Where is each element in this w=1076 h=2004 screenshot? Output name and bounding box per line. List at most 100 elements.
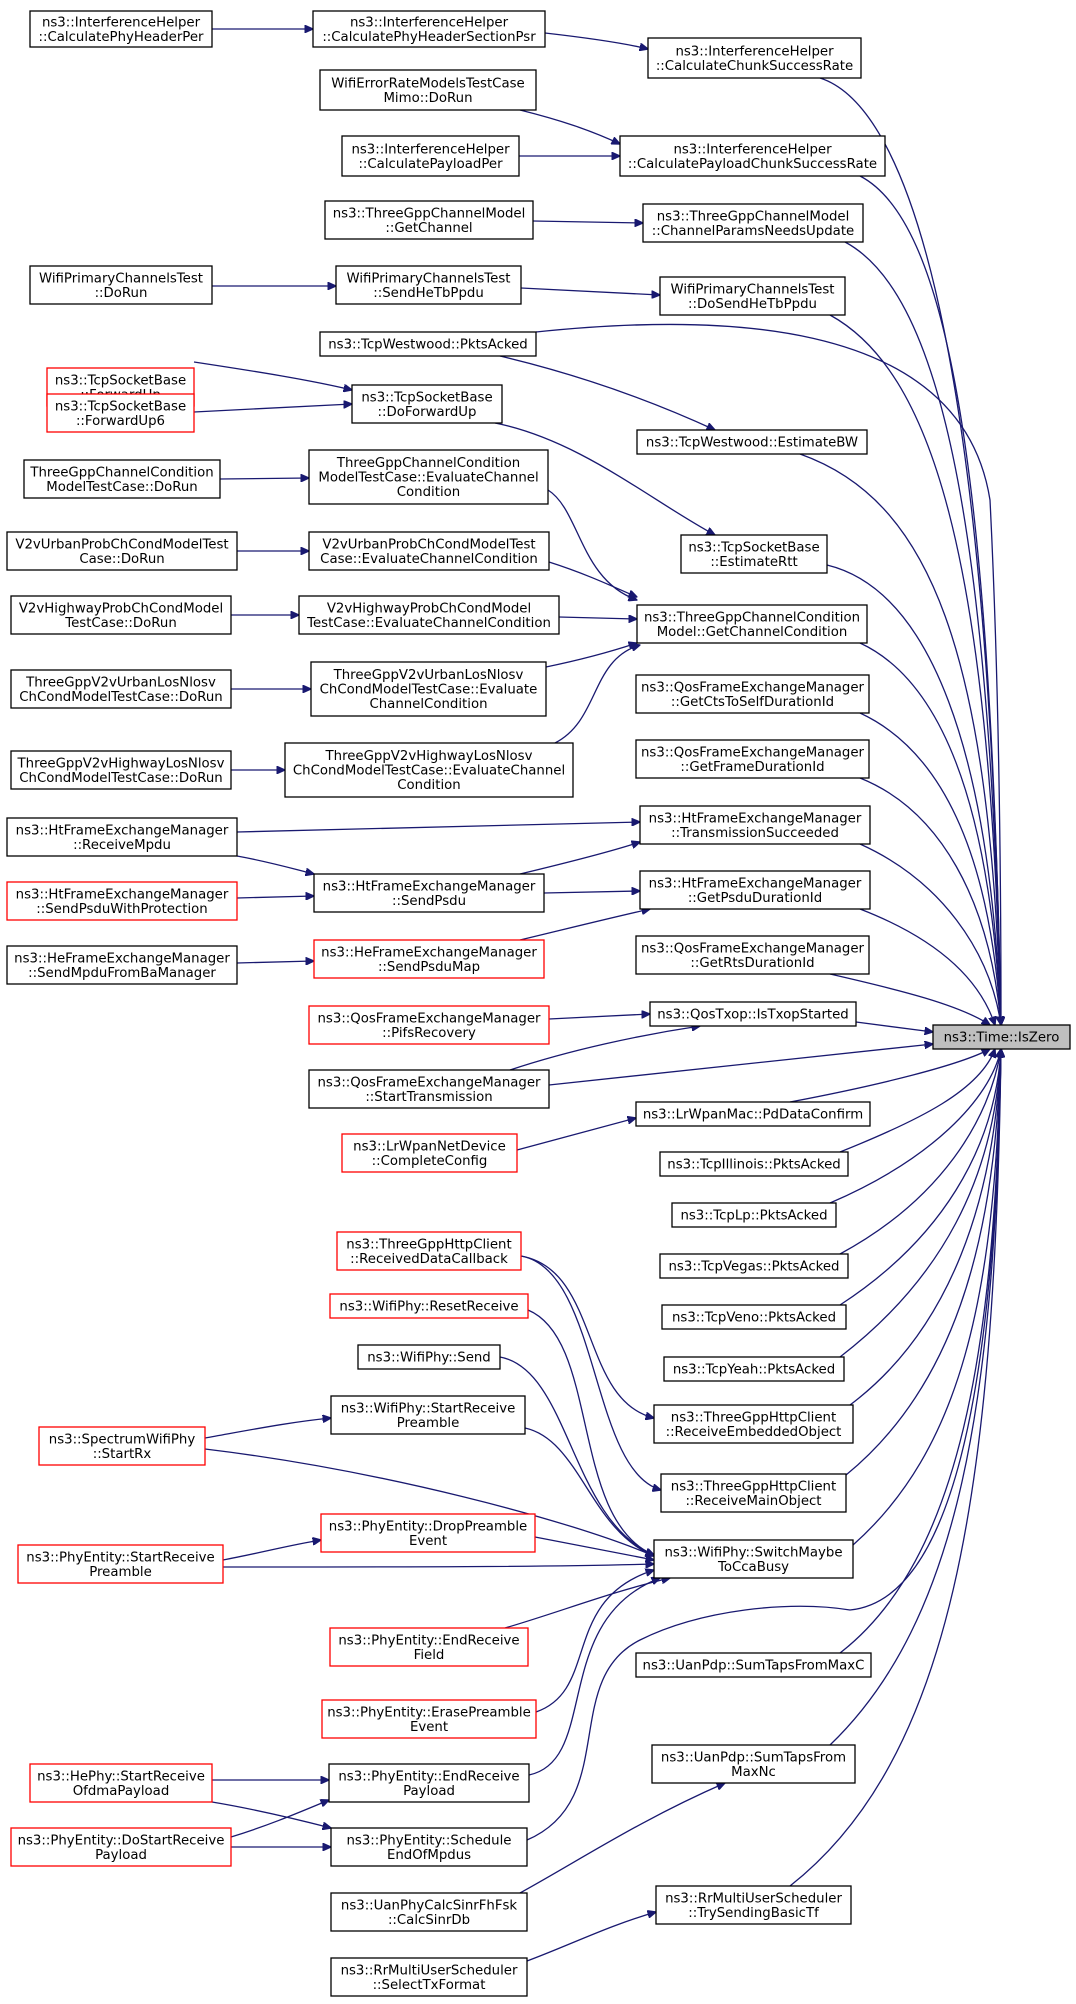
node-tgcm_cpnu[interactable]: ns3::ThreeGppChannelModel::ChannelParams… xyxy=(642,203,864,243)
node-wphy_rr[interactable]: ns3::WifiPhy::ResetReceive xyxy=(329,1293,529,1319)
node-tgcm_gc[interactable]: ns3::ThreeGppChannelModel::GetChannel xyxy=(324,200,534,240)
node-tgv2vh_ecc[interactable]: ThreeGppV2vHighwayLosNlosvChCondModelTes… xyxy=(284,742,574,798)
node-label-line: ThreeGppV2vHighwayLosNlosv xyxy=(17,756,225,771)
node-label-line: ns3::TcpYeah::PktsAcked xyxy=(673,1363,835,1378)
node-hefem_spm[interactable]: ns3::HeFrameExchangeManager::SendPsduMap xyxy=(313,939,545,979)
node-label-line: ns3::InterferenceHelper xyxy=(351,142,510,157)
node-label-line: ns3::ThreeGppHttpClient xyxy=(671,1479,836,1494)
node-label-line: TestCase::DoRun xyxy=(64,616,177,631)
node-label-line: ns3::TcpVeno::PktsAcked xyxy=(672,1311,836,1326)
node-tsb_ert[interactable]: ns3::TcpSocketBase::EstimateRtt xyxy=(680,534,828,574)
node-tcpv_pa[interactable]: ns3::TcpVegas::PktsAcked xyxy=(659,1253,849,1279)
node-tcpy_pa[interactable]: ns3::TcpYeah::PktsAcked xyxy=(663,1356,845,1382)
node-rmus_stf[interactable]: ns3::RrMultiUserScheduler::SelectTxForma… xyxy=(330,1957,528,1997)
node-label-line: Payload xyxy=(95,1848,147,1863)
node-label-line: ns3::InterferenceHelper xyxy=(350,15,509,30)
node-tcpw_ebw[interactable]: ns3::TcpWestwood::EstimateBW xyxy=(636,429,868,455)
node-box xyxy=(10,595,232,635)
edge-qfem_grd-to-iszero xyxy=(829,973,990,1025)
node-tghc_rmo[interactable]: ns3::ThreeGppHttpClient::ReceiveMainObje… xyxy=(660,1473,847,1513)
node-qtxop_its[interactable]: ns3::QosTxop::IsTxopStarted xyxy=(649,1001,857,1027)
node-tsb_dfu[interactable]: ns3::TcpSocketBase::DoForwardUp xyxy=(351,384,503,424)
node-wpct_dshtp[interactable]: WifiPrimaryChannelsTest::DoSendHeTbPpdu xyxy=(659,276,846,316)
node-cphsp[interactable]: ns3::InterferenceHelper::CalculatePhyHea… xyxy=(312,10,546,48)
node-tcpveno_pa[interactable]: ns3::TcpVeno::PktsAcked xyxy=(661,1304,847,1330)
node-label-line: WifiPrimaryChannelsTest xyxy=(39,271,203,286)
node-label-line: ChCondModelTestCase::Evaluate xyxy=(320,683,538,698)
node-qfem_pr[interactable]: ns3::QosFrameExchangeManager::PifsRecove… xyxy=(308,1005,550,1045)
node-tghc_reo[interactable]: ns3::ThreeGppHttpClient::ReceiveEmbedded… xyxy=(653,1404,854,1444)
node-tgv2vu_ecc[interactable]: ThreeGppV2vUrbanLosNlosvChCondModelTestC… xyxy=(310,661,547,717)
node-htfem_ts[interactable]: ns3::HtFrameExchangeManager::Transmissio… xyxy=(639,805,871,845)
node-tgccm_gcc[interactable]: ns3::ThreeGppChannelConditionModel::GetC… xyxy=(636,604,868,644)
node-rmus_tsbt[interactable]: ns3::RrMultiUserScheduler::TrySendingBas… xyxy=(655,1885,852,1925)
node-tcpw_pa[interactable]: ns3::TcpWestwood::PktsAcked xyxy=(319,331,537,357)
node-hefem_smfbm[interactable]: ns3::HeFrameExchangeManager::SendMpduFro… xyxy=(6,945,238,985)
node-wphy_send[interactable]: ns3::WifiPhy::Send xyxy=(357,1344,501,1370)
node-tsb_fu6[interactable]: ns3::TcpSocketBase::ForwardUp6 xyxy=(46,393,195,433)
edge-cphsp-to-ccsr xyxy=(544,32,648,49)
node-uan_stfmc[interactable]: ns3::UanPdp::SumTapsFromMaxC xyxy=(635,1652,872,1678)
node-htfem_rm[interactable]: ns3::HtFrameExchangeManager::ReceiveMpdu xyxy=(6,817,238,857)
node-qfem_grd[interactable]: ns3::QosFrameExchangeManager::GetRtsDura… xyxy=(635,935,870,975)
node-label-line: ::CalculatePayloadChunkSuccessRate xyxy=(628,157,877,172)
node-box xyxy=(649,1001,857,1027)
node-tgccm_dr[interactable]: ThreeGppChannelConditionModelTestCase::D… xyxy=(23,459,221,499)
node-qfem_gfd[interactable]: ns3::QosFrameExchangeManager::GetFrameDu… xyxy=(635,739,870,779)
node-box xyxy=(636,429,868,455)
edge-lrnd_cc-to-lrmac_pdc xyxy=(516,1118,636,1151)
node-box xyxy=(341,135,520,177)
node-box xyxy=(329,1293,529,1319)
node-qfem_st[interactable]: ns3::QosFrameExchangeManager::StartTrans… xyxy=(308,1069,550,1109)
node-iszero[interactable]: ns3::Time::IsZero xyxy=(932,1024,1071,1050)
node-qfem_gctsd[interactable]: ns3::QosFrameExchangeManager::GetCtsToSe… xyxy=(635,674,870,714)
node-v2vu_ecc[interactable]: V2vUrbanProbChCondModelTestCase::Evaluat… xyxy=(308,531,550,571)
node-htfem_gpd[interactable]: ns3::HtFrameExchangeManager::GetPsduDura… xyxy=(639,870,871,910)
node-label-line: ModelTestCase::EvaluateChannel xyxy=(318,471,538,486)
node-cpphp[interactable]: ns3::InterferenceHelper::CalculatePhyHea… xyxy=(29,10,213,48)
node-tghc_rdc[interactable]: ns3::ThreeGppHttpClient::ReceivedDataCal… xyxy=(336,1231,522,1271)
node-box xyxy=(29,1763,213,1803)
node-box xyxy=(308,1005,550,1045)
node-box xyxy=(659,1253,849,1279)
edge-tghc_rdc-to-tghc_rmo xyxy=(520,1255,661,1490)
node-htfem_spwp[interactable]: ns3::HtFrameExchangeManager::SendPsduWit… xyxy=(6,881,238,921)
node-uanc_csd[interactable]: ns3::UanPhyCalcSinrFhFsk::CalcSinrDb xyxy=(330,1892,528,1932)
node-cpp[interactable]: ns3::InterferenceHelper::CalculatePayloa… xyxy=(341,135,520,177)
node-label-line: ns3::UanPhyCalcSinrFhFsk xyxy=(341,1898,518,1913)
node-htfem_sp[interactable]: ns3::HtFrameExchangeManager::SendPsdu xyxy=(313,873,545,913)
edge-htfem_ts-to-iszero xyxy=(859,843,1001,1025)
node-tcplp_pa[interactable]: ns3::TcpLp::PktsAcked xyxy=(671,1202,837,1228)
node-ccsr[interactable]: ns3::InterferenceHelper::CalculateChunkS… xyxy=(647,37,862,79)
node-box xyxy=(330,1395,526,1435)
node-v2vh_ecc[interactable]: V2vHighwayProbChCondModelTestCase::Evalu… xyxy=(298,595,560,635)
node-tgccm_ecc[interactable]: ThreeGppChannelConditionModelTestCase::E… xyxy=(308,449,549,505)
node-tgv2vu_dr[interactable]: ThreeGppV2vUrbanLosNlosvChCondModelTestC… xyxy=(10,669,232,709)
edge-wpct_shtp-to-wpct_dshtp xyxy=(520,287,660,295)
node-wpct_dr[interactable]: WifiPrimaryChannelsTest::DoRun xyxy=(29,265,213,305)
node-wpct_shtp[interactable]: WifiPrimaryChannelsTest::SendHeTbPpdu xyxy=(335,265,522,305)
node-box xyxy=(661,1304,847,1330)
node-tgv2vh_dr[interactable]: ThreeGppV2vHighwayLosNlosvChCondModelTes… xyxy=(10,750,232,790)
node-cpcsr[interactable]: ns3::InterferenceHelper::CalculatePayloa… xyxy=(619,135,886,177)
node-lrmac_pdc[interactable]: ns3::LrWpanMac::PdDataConfirm xyxy=(635,1101,871,1127)
node-swp_srx[interactable]: ns3::SpectrumWifiPhy::StartRx xyxy=(38,1426,206,1466)
node-label-line: ::ReceiveMpdu xyxy=(73,838,171,853)
edge-uan_stfmc-to-iszero xyxy=(839,1049,1001,1654)
node-lrnd_cc[interactable]: ns3::LrWpanNetDevice::CompleteConfig xyxy=(341,1133,518,1173)
node-tcpi_pa[interactable]: ns3::TcpIllinois::PktsAcked xyxy=(659,1151,849,1177)
